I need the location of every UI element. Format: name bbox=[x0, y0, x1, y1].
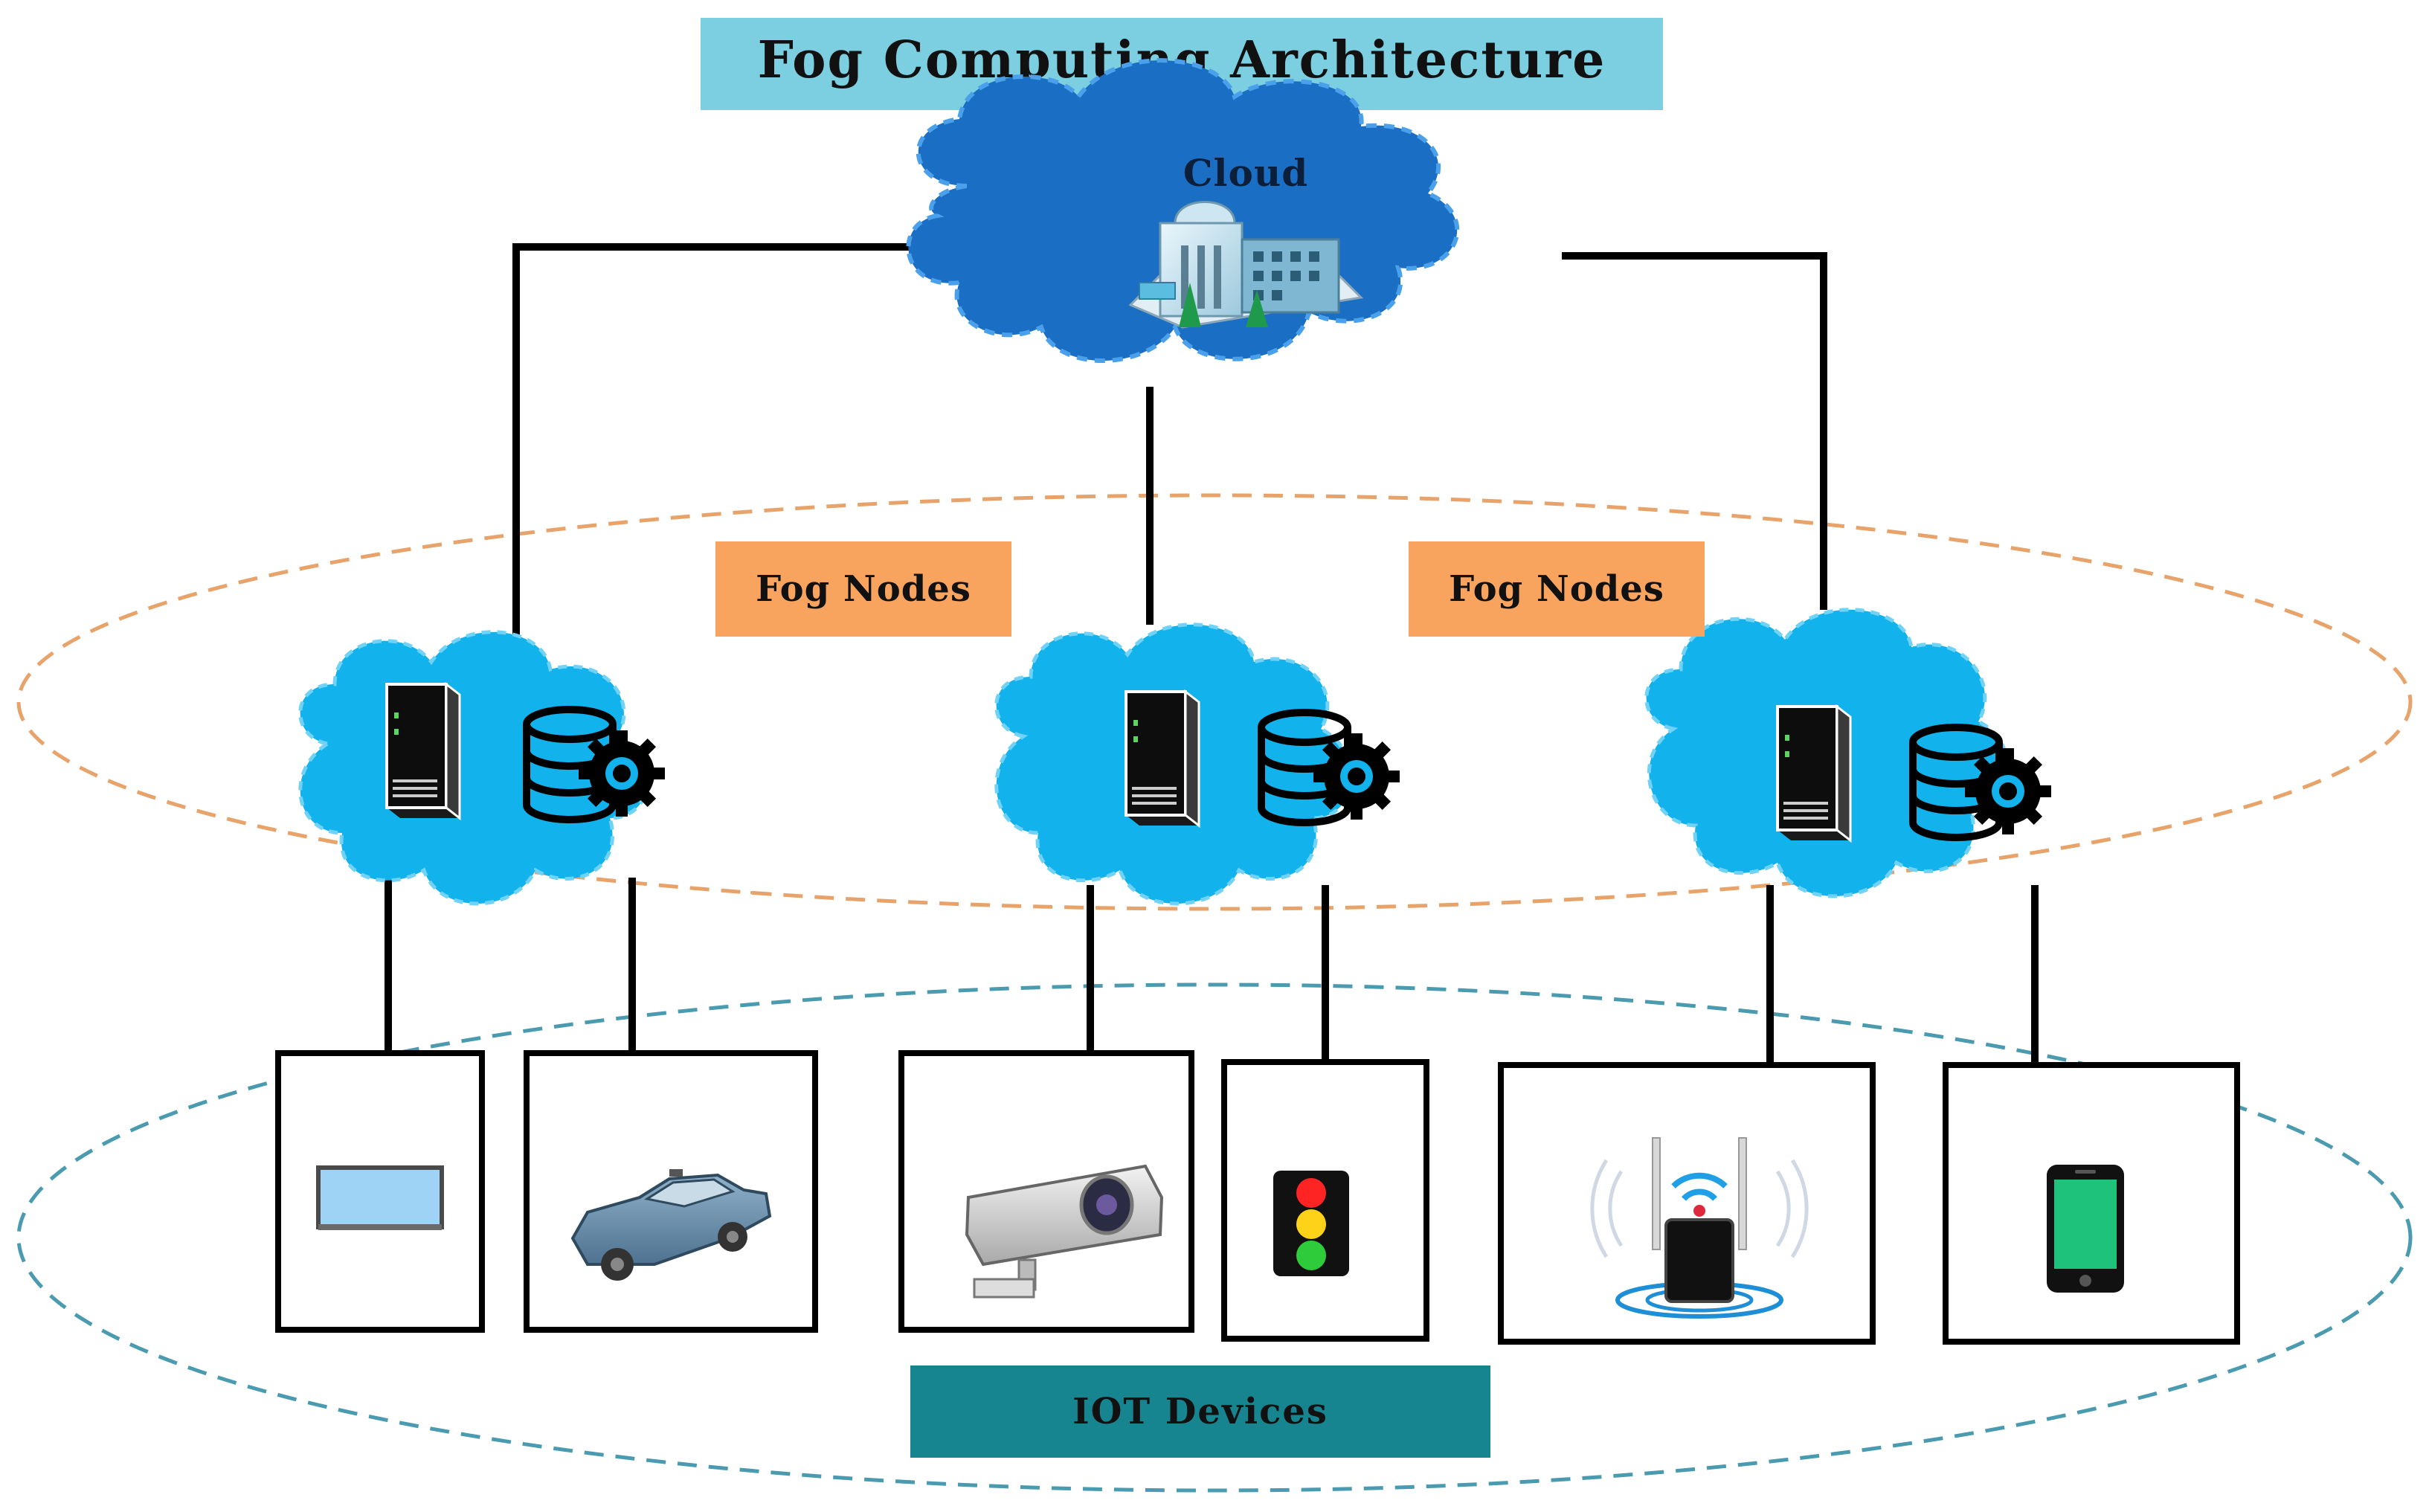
device-wifi-router bbox=[1498, 1062, 1876, 1345]
smartphone-icon bbox=[2047, 1165, 2124, 1293]
fog-nodes-label-text-2: Fog Nodes bbox=[1449, 568, 1664, 610]
device-car bbox=[524, 1050, 818, 1333]
fog-node-1 bbox=[298, 630, 665, 906]
cloud-links bbox=[512, 243, 1827, 654]
cloud-node: Cloud bbox=[906, 58, 1460, 363]
iot-devices-label: IOT Devices bbox=[910, 1365, 1490, 1458]
link-cloud-fog-1 bbox=[512, 243, 930, 654]
fog-node-2 bbox=[994, 623, 1400, 906]
device-security-camera bbox=[898, 1050, 1194, 1333]
car-icon bbox=[570, 1169, 772, 1281]
device-traffic-light bbox=[1221, 1059, 1429, 1342]
iot-devices-label-text: IOT Devices bbox=[1072, 1391, 1328, 1432]
security-camera-icon bbox=[965, 1164, 1164, 1299]
monitor-icon bbox=[316, 1165, 444, 1230]
device-smartphone bbox=[1943, 1062, 2240, 1345]
device-monitor bbox=[275, 1050, 485, 1333]
link-cloud-fog-3 bbox=[1562, 252, 1827, 610]
traffic-light-icon bbox=[1273, 1171, 1349, 1276]
fog-layer-ellipse bbox=[16, 493, 2413, 911]
fog-nodes-label-text-1: Fog Nodes bbox=[756, 568, 971, 610]
iot-layer-ellipse bbox=[16, 982, 2413, 1493]
server-icon bbox=[1776, 705, 1852, 842]
fog-nodes-label-2: Fog Nodes bbox=[1409, 541, 1705, 637]
cloud-label: Cloud bbox=[1183, 151, 1308, 195]
datacenter-building-icon bbox=[1128, 201, 1364, 329]
device-links bbox=[385, 878, 2039, 1065]
fog-node-3 bbox=[1644, 608, 2051, 898]
server-icon bbox=[385, 683, 461, 820]
wifi-router-icon bbox=[1590, 1137, 1809, 1319]
server-icon bbox=[1125, 690, 1200, 827]
fog-nodes-label-1: Fog Nodes bbox=[715, 541, 1011, 637]
